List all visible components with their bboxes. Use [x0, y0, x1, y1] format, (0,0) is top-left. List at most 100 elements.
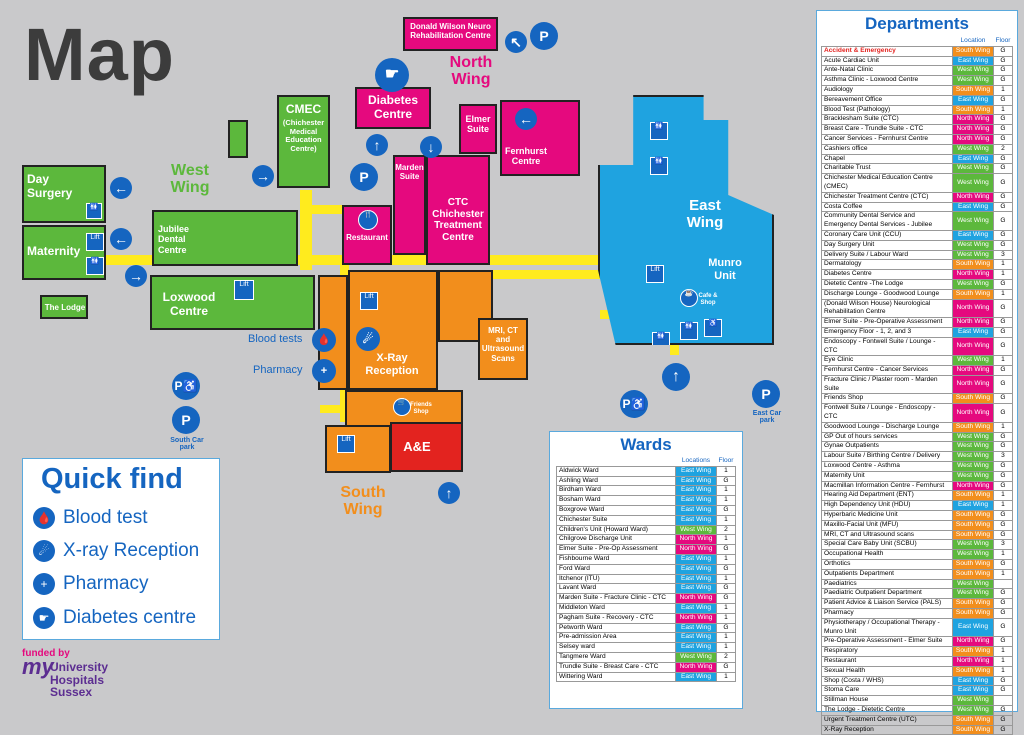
arrow-icon: ↖ — [505, 31, 527, 53]
row-floor: G — [992, 559, 1014, 570]
row-name: Breast Care - Trundle Suite - CTC — [821, 124, 953, 135]
elmer-suite-label: Elmer Suite — [465, 114, 491, 135]
row-floor: G — [992, 608, 1014, 619]
quick-find-item[interactable]: +Pharmacy — [33, 571, 149, 597]
arrow-icon: ← — [110, 177, 132, 199]
row-name: Outpatients Department — [821, 568, 953, 580]
row-floor: 1 — [715, 514, 737, 526]
parking-icon[interactable]: P — [530, 22, 558, 50]
row-location: West Wing — [674, 524, 717, 536]
row-name: Special Care Baby Unit (SCBU) — [821, 539, 953, 551]
row-location: North Wing — [951, 480, 994, 492]
row-location: South Wing — [951, 510, 994, 521]
row-name: Audiology — [821, 84, 953, 96]
row-name: Cancer Services - Fernhurst Centre — [821, 133, 953, 145]
row-location: North Wing — [951, 656, 994, 667]
row-floor: G — [715, 622, 737, 634]
row-name: Costa Coffee — [821, 201, 953, 213]
xray-reception-label: X-Ray Reception — [365, 352, 419, 377]
parking-icon[interactable]: P — [350, 163, 378, 191]
row-floor: G — [992, 617, 1014, 638]
row-name: GP Out of hours services — [821, 431, 953, 443]
table-row: Labour Suite / Birthing Centre / Deliver… — [821, 451, 1014, 463]
row-location: West Wing — [951, 163, 994, 175]
row-floor: 1 — [992, 84, 1014, 96]
row-floor: 1 — [715, 573, 737, 585]
logo-text: University Hospitals Sussex — [50, 660, 109, 700]
row-name: Fontwell Suite / Lounge - Endoscopy - CT… — [821, 403, 953, 423]
row-floor: 1 — [715, 602, 737, 614]
row-name: Petworth Ward — [556, 622, 676, 634]
row-floor: G — [992, 588, 1014, 600]
arrow-icon: ← — [515, 108, 537, 130]
row-floor: G — [715, 504, 737, 516]
maternity-building: Maternity Lift 🚻 — [22, 225, 106, 280]
departments-title: Departments — [865, 14, 969, 33]
row-floor: G — [715, 544, 737, 555]
elmer-suite-building: Elmer Suite — [459, 104, 497, 154]
row-location: East Wing — [674, 553, 717, 565]
lift-icon: Lift — [360, 292, 378, 310]
cafe-icon: ☕ — [680, 289, 698, 307]
row-name: Fishbourne Ward — [556, 553, 676, 565]
row-name: Goodwood Lounge - Discharge Lounge — [821, 421, 953, 433]
south-wing-lift-building: Lift — [325, 425, 391, 473]
row-floor: G — [992, 124, 1014, 135]
quick-find-item[interactable]: ☄X-ray Reception — [33, 538, 199, 564]
row-location: South Wing — [951, 559, 994, 570]
row-location: West Wing — [951, 695, 994, 706]
quick-find-item[interactable]: ☛Diabetes centre — [33, 605, 196, 631]
row-floor: G — [992, 163, 1014, 175]
row-floor: 1 — [715, 553, 737, 565]
row-location: North Wing — [951, 374, 994, 395]
row-location: East Wing — [674, 583, 717, 595]
xray-icon: ☄ — [356, 327, 380, 351]
row-floor: G — [715, 475, 737, 487]
row-floor: G — [992, 529, 1014, 541]
row-location: South Wing — [951, 568, 994, 580]
maternity-label: Maternity — [27, 244, 81, 258]
arrow-icon: → — [125, 265, 147, 287]
blood-tests-label: Blood tests — [248, 333, 303, 345]
row-name: Chichester Suite — [556, 514, 676, 526]
lift-icon: Lift — [646, 265, 664, 283]
ctc-building: CTC Chichester Treatment Centre — [426, 155, 490, 265]
row-name: Chichester Medical Education Centre (CME… — [821, 173, 953, 193]
row-floor: G — [715, 661, 737, 673]
quick-find-item[interactable]: 🩸Blood test — [33, 505, 148, 531]
row-name: Emergency Floor - 1, 2, and 3 — [821, 326, 953, 338]
parking-icon[interactable]: P — [172, 406, 200, 434]
parking-icon[interactable]: P — [752, 380, 780, 408]
toilet-icon: 🚻 — [652, 332, 670, 345]
row-location: West Wing — [951, 278, 994, 290]
row-floor: 1 — [992, 549, 1014, 561]
quick-find-label: X-ray Reception — [63, 540, 200, 561]
row-floor: G — [992, 229, 1014, 241]
accessible-parking-icon[interactable]: P♿ — [172, 372, 200, 400]
row-floor: 3 — [992, 539, 1014, 551]
friends-shop-icon: 🛒 — [393, 398, 411, 416]
row-location: East Wing — [674, 495, 717, 506]
row-location: East Wing — [674, 504, 717, 516]
row-location: South Wing — [951, 646, 994, 657]
accessible-parking-icon[interactable]: P♿ — [620, 390, 648, 418]
